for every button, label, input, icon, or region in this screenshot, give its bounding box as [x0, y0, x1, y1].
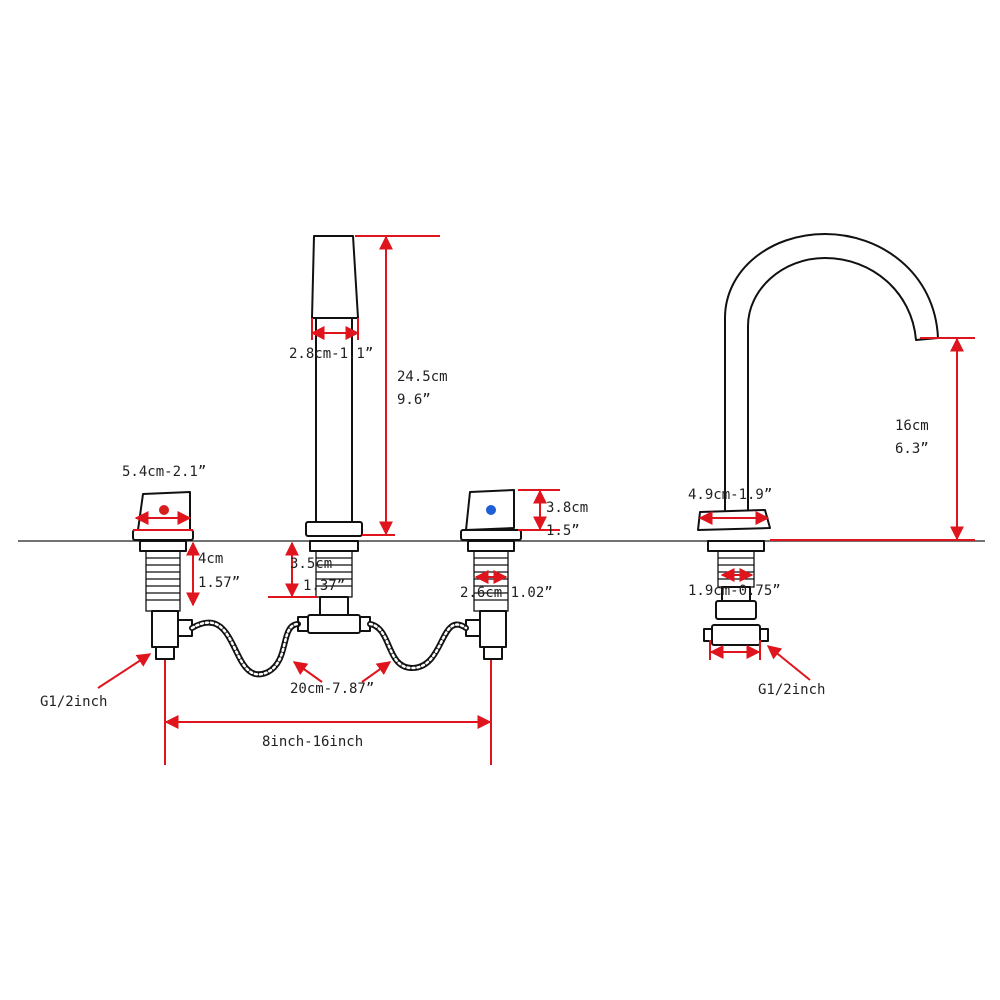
label-shank-length-in: 1.57” [198, 575, 240, 591]
label-hose-length: 20cm-7.87” [290, 681, 374, 697]
label-valve-diameter: 2.6cm-1.02” [460, 585, 553, 601]
label-shank-length-cm: 4cm [198, 551, 223, 567]
label-spout-height-in: 9.6” [397, 392, 431, 408]
connecting-hoses [189, 619, 469, 678]
label-gooseneck-height-cm: 16cm [895, 418, 929, 434]
dimension-labels: 2.8cm-1.1” 24.5cm 9.6” 5.4cm-2.1” 3.8cm … [40, 346, 929, 750]
dimension-lines [97, 235, 975, 765]
label-inlet-left: G1/2inch [40, 694, 107, 710]
center-spout [297, 235, 371, 634]
cold-handle-valve [460, 489, 522, 660]
cold-marker-icon [486, 505, 496, 515]
label-gooseneck-base: 4.9cm-1.9” [688, 487, 772, 503]
label-inlet-right: G1/2inch [758, 682, 825, 698]
label-spout-shank-in: 1.37” [303, 578, 345, 594]
label-handle-width: 5.4cm-2.1” [122, 464, 206, 480]
label-gooseneck-shank: 1.9cm-0.75” [688, 583, 781, 599]
label-spout-shank-cm: 3.5cm [290, 556, 332, 572]
hot-marker-icon [159, 505, 169, 515]
label-spread: 8inch-16inch [262, 734, 363, 750]
label-spout-height-cm: 24.5cm [397, 369, 448, 385]
label-spout-width: 2.8cm-1.1” [289, 346, 373, 362]
label-handle-height-in: 1.5” [546, 523, 580, 539]
label-gooseneck-height-in: 6.3” [895, 441, 929, 457]
label-handle-height-cm: 3.8cm [546, 500, 588, 516]
